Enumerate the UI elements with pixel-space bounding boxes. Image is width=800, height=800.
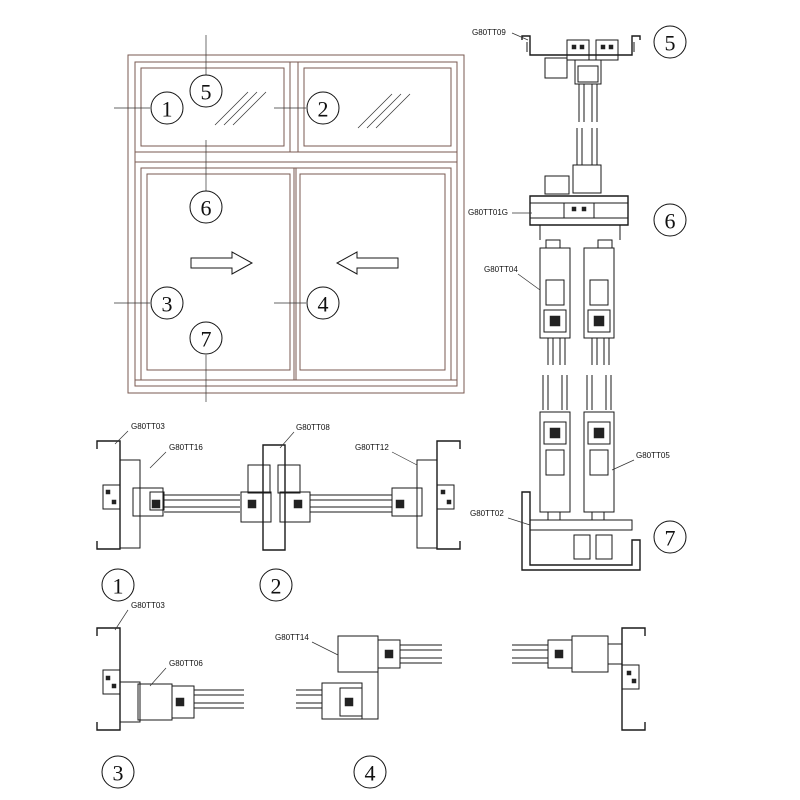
- section-circle-3: 3: [101, 755, 135, 789]
- callout-1: 1: [150, 91, 184, 125]
- callout-2: 2: [306, 91, 340, 125]
- svg-text:G80TT08: G80TT08: [296, 423, 330, 432]
- svg-text:6: 6: [201, 196, 212, 221]
- section-circle-7: 7: [653, 520, 687, 554]
- svg-text:6: 6: [665, 209, 676, 234]
- svg-text:3: 3: [162, 292, 173, 317]
- svg-text:5: 5: [201, 80, 212, 105]
- svg-text:G80TT06: G80TT06: [169, 659, 203, 668]
- vertical-section: G80TT09 G80TT01G G80TT04 G80TT05 G80TT02…: [468, 25, 687, 571]
- section-circle-4: 4: [353, 755, 387, 789]
- svg-text:G80TT09: G80TT09: [472, 28, 506, 37]
- svg-text:G80TT01G: G80TT01G: [468, 208, 508, 217]
- svg-text:2: 2: [318, 97, 329, 122]
- svg-text:G80TT05: G80TT05: [636, 451, 670, 460]
- svg-text:G80TT14: G80TT14: [275, 633, 309, 642]
- svg-text:1: 1: [113, 574, 124, 599]
- svg-text:5: 5: [665, 31, 676, 56]
- callout-7: 7: [189, 321, 223, 355]
- svg-text:4: 4: [318, 292, 329, 317]
- svg-text:G80TT12: G80TT12: [355, 443, 389, 452]
- horizontal-section-upper: G80TT03 G80TT16 G80TT08 G80TT12 1 2: [96, 422, 461, 602]
- svg-text:G80TT03: G80TT03: [131, 601, 165, 610]
- svg-text:3: 3: [113, 761, 124, 786]
- section-circle-6: 6: [653, 203, 687, 237]
- svg-text:G80TT03: G80TT03: [131, 422, 165, 431]
- callout-5: 5: [189, 74, 223, 108]
- section-circle-1: 1: [101, 568, 135, 602]
- callout-3: 3: [150, 286, 184, 320]
- horizontal-section-lower: G80TT03 G80TT06 G80TT14: [96, 601, 646, 789]
- section-circle-2: 2: [259, 568, 293, 602]
- svg-text:4: 4: [365, 761, 376, 786]
- callout-4: 4: [306, 286, 340, 320]
- section-circle-5: 5: [653, 25, 687, 59]
- svg-text:7: 7: [665, 526, 676, 551]
- svg-text:G80TT04: G80TT04: [484, 265, 518, 274]
- svg-text:1: 1: [162, 97, 173, 122]
- window-elevation: 1 2 3 4 5 6 7: [114, 35, 465, 402]
- svg-text:7: 7: [201, 327, 212, 352]
- slide-right-arrow-icon: [190, 251, 254, 275]
- callout-6: 6: [189, 190, 223, 224]
- slide-left-arrow-icon: [335, 251, 399, 275]
- svg-text:G80TT02: G80TT02: [470, 509, 504, 518]
- svg-text:2: 2: [271, 574, 282, 599]
- svg-text:G80TT16: G80TT16: [169, 443, 203, 452]
